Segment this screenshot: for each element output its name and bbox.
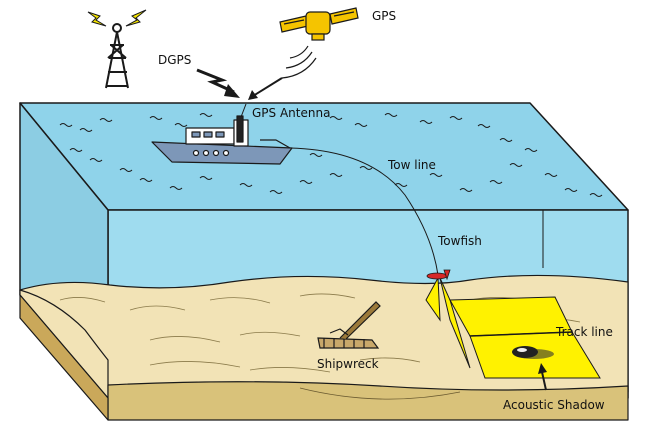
track-line-marker [469,331,573,337]
gps-antenna-pointer [240,103,247,118]
label-shipwreck: Shipwreck [317,357,379,371]
towfish-icon [426,269,451,281]
seabed-left-edge [19,294,109,421]
seabed-left-side [19,289,109,399]
survey-ship-icon [151,115,293,165]
label-track-line: Track line [556,325,613,339]
tow-line [289,147,439,276]
radio-tower-icon [105,23,129,89]
seabed-front-edge [107,381,629,421]
label-towfish: Towfish [438,234,482,248]
label-tow-line: Tow line [388,158,436,172]
label-gps: GPS [372,9,397,23]
shipwreck-icon [317,301,381,349]
signal-wave-icon [281,45,317,79]
lightning-bolt-icon [87,9,147,27]
sonar-swath-far [449,296,573,337]
sonar-beam-left [425,276,441,322]
surface-waves [59,113,603,197]
satellite-icon [279,7,359,41]
dgps-signal-icon [196,68,240,98]
sonar-beam-right [439,277,471,369]
rock-icon [512,346,554,359]
label-dgps: DGPS [158,53,192,67]
shadow-arrow [538,363,547,391]
label-gps-antenna: GPS Antenna [252,106,331,120]
gps-arrow [248,77,283,100]
label-acoustic-shadow: Acoustic Shadow [503,398,605,412]
